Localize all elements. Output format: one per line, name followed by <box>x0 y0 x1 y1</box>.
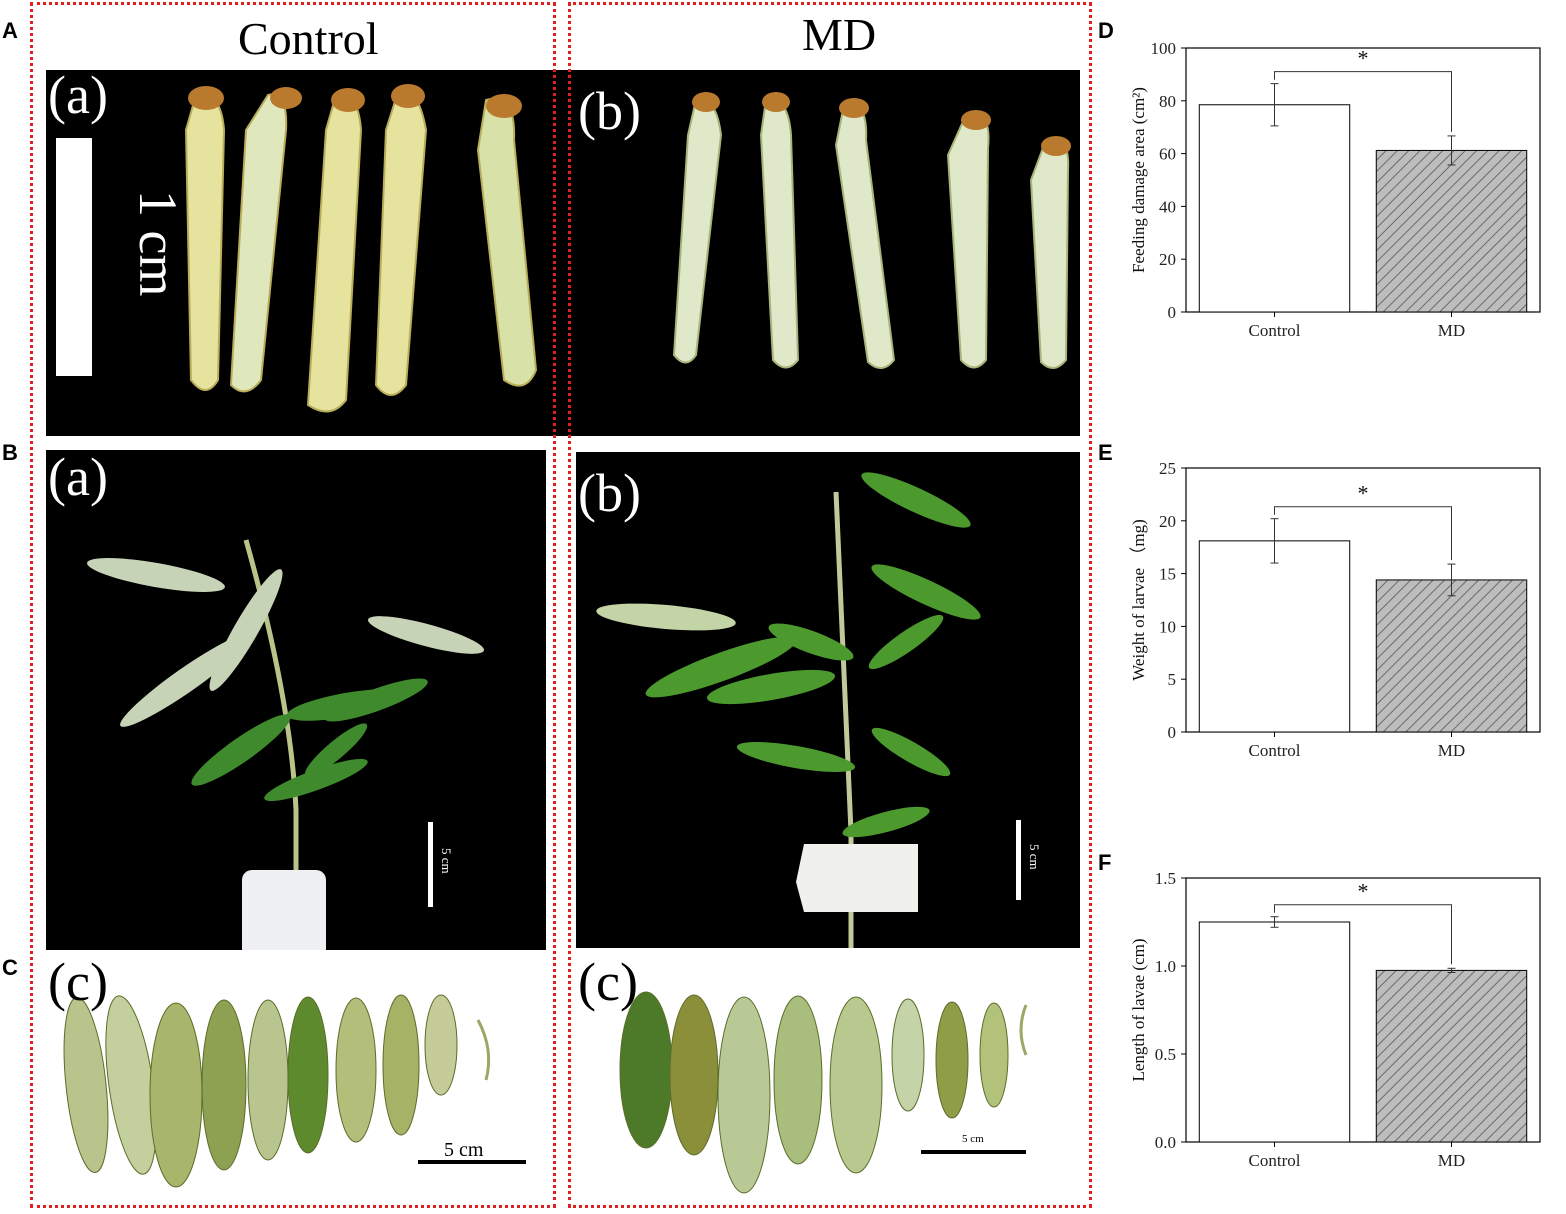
plant-md-illustration: 5 cm <box>596 472 1042 948</box>
significance-star: * <box>1358 46 1369 71</box>
significance-star: * <box>1358 879 1369 904</box>
leaf <box>201 999 247 1171</box>
plant-control-illustration: 5 cm <box>87 539 485 950</box>
y-tick-label: 10 <box>1159 617 1176 636</box>
md-group-title: MD <box>802 9 877 60</box>
photo-a-label: (a) <box>48 65 108 125</box>
larva-head <box>839 98 869 118</box>
y-tick-label: 0 <box>1168 303 1177 322</box>
y-tick-label: 25 <box>1159 459 1176 478</box>
leaves-control-illustration: 5 cm <box>63 994 526 1188</box>
plant-photo-md: 5 cm <box>576 452 1080 948</box>
x-tick-label: Control <box>1249 741 1301 760</box>
y-tick-label: 20 <box>1159 250 1176 269</box>
y-tick-label: 0 <box>1168 723 1177 742</box>
plot-frame <box>1185 877 1541 1143</box>
larva-head <box>762 92 790 112</box>
plant-md-scalebar-label: 5 cm <box>1027 844 1042 870</box>
y-tick-label: 100 <box>1151 39 1177 58</box>
larva-head <box>270 87 302 109</box>
y-tick-label: 5 <box>1168 670 1177 689</box>
y-tick-label: 1.5 <box>1155 869 1176 888</box>
panel-letter-a: A <box>2 18 18 43</box>
larva-head <box>486 94 522 118</box>
bar <box>1375 579 1528 733</box>
bar <box>1375 969 1528 1143</box>
bar <box>1375 149 1528 313</box>
leaf <box>476 1019 491 1081</box>
plant-control-scalebar-label: 5 cm <box>439 848 454 874</box>
significance-star: * <box>1358 481 1369 506</box>
panel-letter-f: F <box>1098 850 1112 875</box>
y-tick-label: 40 <box>1159 197 1176 216</box>
x-tick-label: MD <box>1438 321 1465 340</box>
leaf <box>1019 1004 1028 1056</box>
bar <box>1198 921 1351 1143</box>
leaves-control: 5 cm <box>46 960 546 1200</box>
panel-letter-c: C <box>2 955 18 980</box>
larvae-illustration: 1 cm <box>56 84 1071 413</box>
leaf <box>335 997 377 1143</box>
control-group-title: Control <box>238 13 379 64</box>
larvae-photo: 1 cm <box>46 70 1080 436</box>
leaves-control-scalebar-label: 5 cm <box>444 1139 484 1161</box>
photo-b-label: (b) <box>578 81 641 141</box>
y-tick-label: 15 <box>1159 565 1176 584</box>
x-tick-label: Control <box>1249 1151 1301 1170</box>
y-tick-label: 1.0 <box>1155 957 1176 976</box>
significance-bracket <box>1274 904 1452 965</box>
y-tick-label: 80 <box>1159 92 1176 111</box>
leaf <box>63 996 109 1174</box>
plant-photo-control: 5 cm <box>46 450 546 950</box>
photo-c-label-md: (c) <box>578 952 638 1012</box>
larva-head <box>331 88 365 112</box>
x-tick-label: MD <box>1438 741 1465 760</box>
y-tick-label: 0.0 <box>1155 1133 1176 1152</box>
panel-letter-b: B <box>2 440 18 465</box>
significance-bracket <box>1274 506 1452 561</box>
panel-letter-e: E <box>1098 440 1113 465</box>
md-frame <box>568 2 1092 1208</box>
larva-head <box>1041 136 1071 156</box>
leaves-md-illustration: 5 cm <box>619 991 1028 1194</box>
y-axis-label: Length of lavae (cm) <box>1129 938 1148 1081</box>
y-axis-label: Feeding damage area (cm²) <box>1129 87 1148 273</box>
leaves-md-scalebar-label: 5 cm <box>962 1133 984 1145</box>
y-tick-label: 60 <box>1159 145 1176 164</box>
y-tick-label: 0.5 <box>1155 1045 1176 1064</box>
x-tick-label: Control <box>1249 321 1301 340</box>
leaf <box>287 996 329 1154</box>
leaves-md: 5 cm <box>576 960 1080 1200</box>
photo-a-label-b: (a) <box>48 447 108 507</box>
plot-frame <box>1185 47 1541 313</box>
x-tick-label: MD <box>1438 1151 1465 1170</box>
control-frame <box>30 2 556 1208</box>
leaf <box>891 998 925 1112</box>
leaf <box>382 994 420 1136</box>
larvae-scalebar-label: 1 cm <box>128 190 188 296</box>
larva-head <box>391 84 425 108</box>
larvae-scalebar <box>56 138 92 376</box>
panel-letter-d: D <box>1098 18 1114 43</box>
leaf <box>717 996 771 1194</box>
larva-head <box>188 86 224 110</box>
y-tick-label: 20 <box>1159 512 1176 531</box>
larva-head <box>961 110 991 130</box>
larva-head <box>692 92 720 112</box>
leaf <box>773 995 823 1165</box>
plot-frame <box>1185 467 1541 733</box>
leaf <box>979 1002 1009 1108</box>
photo-b-label-b: (b) <box>578 463 641 523</box>
leaf <box>424 994 458 1096</box>
y-axis-label: Weight of larvae （mg) <box>1129 519 1148 681</box>
leaf <box>829 996 883 1174</box>
photo-c-label-control: (c) <box>48 952 108 1012</box>
significance-bracket <box>1274 71 1452 132</box>
bar <box>1198 540 1351 733</box>
leaf <box>935 1001 969 1119</box>
bar <box>1198 104 1351 313</box>
